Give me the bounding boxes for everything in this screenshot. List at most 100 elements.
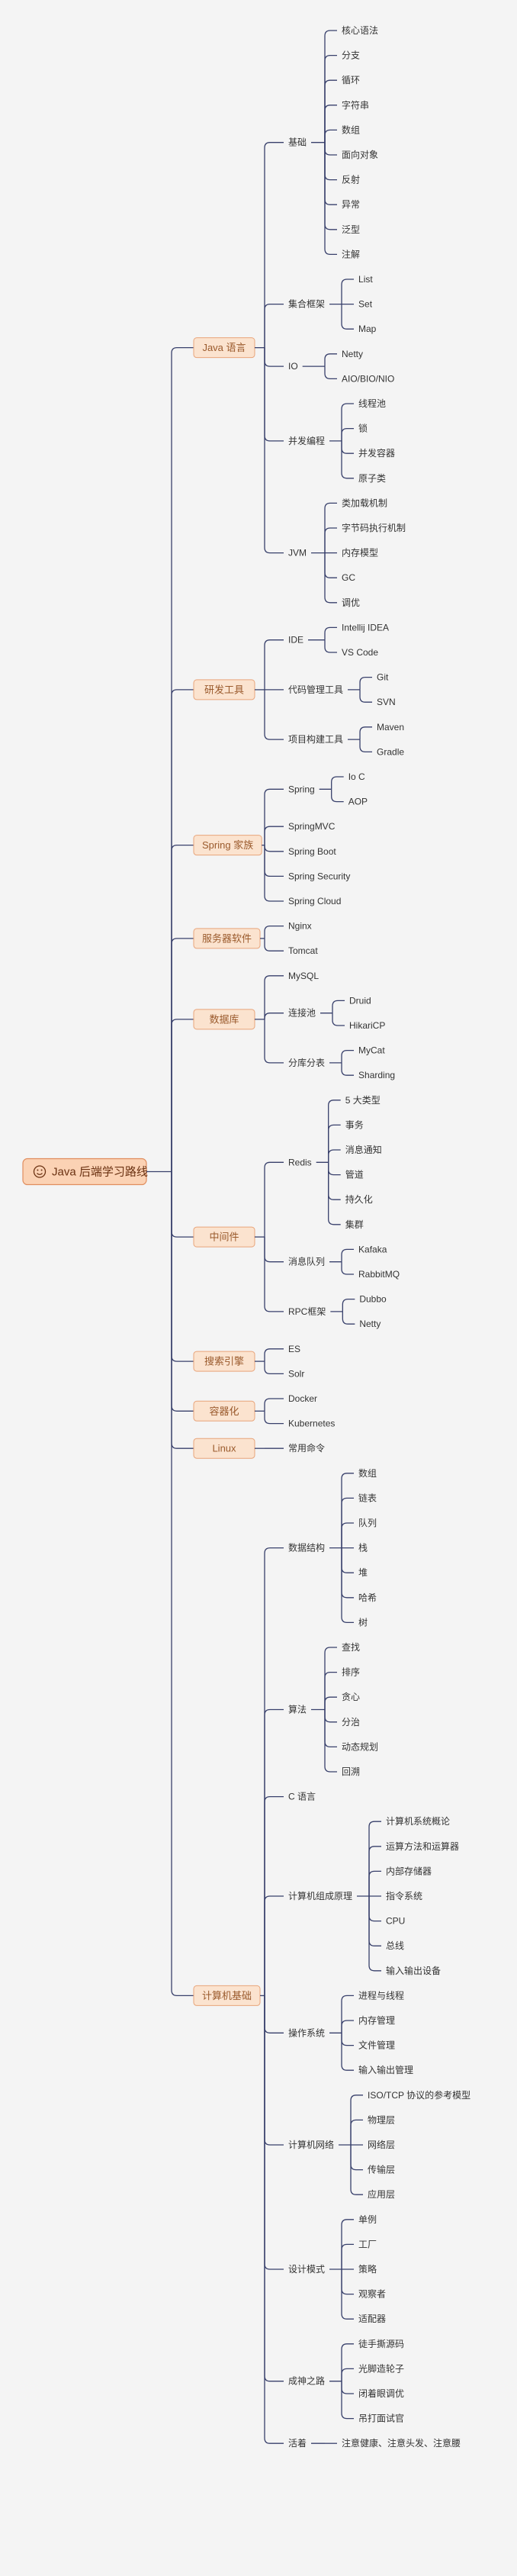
leaf-label-item[interactable]: 栈 — [358, 1542, 368, 1554]
leaf-label-item[interactable]: 事务 — [345, 1119, 364, 1130]
leaf-label-item[interactable]: 树 — [358, 1616, 368, 1628]
leaf-label-gradle[interactable]: Gradle — [377, 746, 404, 757]
branch-label-kubernetes[interactable]: Kubernetes — [288, 1418, 335, 1429]
leaf-label-item[interactable]: 队列 — [358, 1517, 377, 1528]
leaf-label-item[interactable]: 网络层 — [368, 2139, 395, 2150]
leaf-label-aop[interactable]: AOP — [348, 797, 368, 807]
leaf-label-item[interactable]: 类加载机制 — [342, 497, 387, 508]
branch-label-rpc[interactable]: RPC框架 — [288, 1306, 326, 1317]
leaf-label-item[interactable]: 泛型 — [342, 224, 360, 235]
leaf-label-kafaka[interactable]: Kafaka — [358, 1244, 387, 1254]
leaf-label-intellij-idea[interactable]: Intellij IDEA — [342, 622, 389, 633]
leaf-label-item[interactable]: 数组 — [342, 124, 360, 135]
leaf-label-5[interactable]: 5 大类型 — [345, 1095, 381, 1106]
branch-label-mysql[interactable]: MySQL — [288, 971, 319, 981]
leaf-label-vs-code[interactable]: VS Code — [342, 647, 378, 658]
branch-label-item[interactable]: 常用命令 — [288, 1442, 325, 1454]
branch-label-solr[interactable]: Solr — [288, 1368, 304, 1379]
category-node-java[interactable]: Java 语言 — [193, 337, 255, 359]
leaf-label-item[interactable]: 进程与线程 — [358, 1989, 404, 2001]
branch-label-item[interactable]: 基础 — [288, 137, 307, 148]
branch-label-springmvc[interactable]: SpringMVC — [288, 821, 336, 832]
leaf-label-item[interactable]: 适配器 — [358, 2314, 386, 2324]
leaf-label-item[interactable]: 策略 — [358, 2263, 377, 2275]
category-node-item[interactable]: 服务器软件 — [193, 928, 261, 949]
branch-label-item[interactable]: 设计模式 — [288, 2264, 325, 2275]
branch-label-item[interactable]: 代码管理工具 — [288, 684, 343, 695]
leaf-label-item[interactable]: 字符串 — [342, 99, 369, 111]
leaf-label-set[interactable]: Set — [358, 299, 373, 310]
leaf-label-netty[interactable]: Netty — [359, 1319, 381, 1329]
category-node-spring[interactable]: Spring 家族 — [193, 835, 262, 856]
category-node-item[interactable]: 计算机基础 — [193, 1985, 261, 2006]
leaf-label-item[interactable]: 计算机系统概论 — [386, 1815, 450, 1827]
branch-label-es[interactable]: ES — [288, 1344, 300, 1354]
leaf-label-svn[interactable]: SVN — [377, 697, 396, 707]
leaf-label-item[interactable]: 堆 — [358, 1567, 368, 1578]
leaf-label-mycat[interactable]: MyCat — [358, 1045, 385, 1056]
leaf-label-item[interactable]: 反射 — [342, 174, 360, 185]
branch-label-item[interactable]: 项目构建工具 — [288, 733, 343, 745]
leaf-label-item[interactable]: 注意健康、注意头发、注意腰 — [342, 2437, 461, 2449]
category-node-item[interactable]: 搜索引擎 — [193, 1351, 255, 1372]
leaf-label-item[interactable]: 循环 — [342, 75, 360, 85]
leaf-label-item[interactable]: 集群 — [345, 1219, 364, 1230]
category-node-linux[interactable]: Linux — [193, 1438, 255, 1459]
category-node-item[interactable]: 研发工具 — [193, 679, 255, 700]
category-node-item[interactable]: 容器化 — [193, 1400, 255, 1422]
root-node[interactable]: Java 后端学习路线 — [22, 1158, 148, 1186]
leaf-label-iso-tcp[interactable]: ISO/TCP 协议的参考模型 — [368, 2089, 470, 2101]
leaf-label-item[interactable]: 指令系统 — [386, 1890, 422, 1901]
leaf-label-item[interactable]: 线程池 — [358, 398, 386, 409]
leaf-label-item[interactable]: 持久化 — [345, 1193, 373, 1205]
leaf-label-item[interactable]: 动态规划 — [342, 1740, 378, 1752]
leaf-label-item[interactable]: 并发容器 — [358, 447, 395, 459]
leaf-label-sharding[interactable]: Sharding — [358, 1070, 395, 1080]
leaf-label-item[interactable]: 内存模型 — [342, 548, 378, 559]
branch-label-nginx[interactable]: Nginx — [288, 921, 312, 932]
category-node-item[interactable]: 数据库 — [193, 1009, 255, 1030]
leaf-label-git[interactable]: Git — [377, 672, 389, 683]
leaf-label-item[interactable]: 输入输出管理 — [358, 2064, 413, 2075]
branch-label-item[interactable]: 数据结构 — [288, 1542, 325, 1554]
leaf-label-item[interactable]: 锁 — [358, 423, 368, 434]
leaf-label-cpu[interactable]: CPU — [386, 1916, 405, 1927]
branch-label-item[interactable]: 分库分表 — [288, 1057, 325, 1068]
leaf-label-item[interactable]: 核心语法 — [342, 25, 378, 36]
leaf-label-item[interactable]: 光脚造轮子 — [358, 2362, 404, 2374]
leaf-label-item[interactable]: 面向对象 — [342, 149, 378, 160]
leaf-label-map[interactable]: Map — [358, 324, 377, 334]
branch-label-item[interactable]: 消息队列 — [288, 1256, 325, 1267]
leaf-label-item[interactable]: 闭着眼调优 — [358, 2388, 404, 2399]
branch-label-item[interactable]: 活着 — [288, 2437, 307, 2449]
branch-label-item[interactable]: 并发编程 — [288, 435, 325, 446]
category-node-item[interactable]: 中间件 — [193, 1226, 255, 1248]
branch-label-spring-security[interactable]: Spring Security — [288, 871, 350, 881]
branch-label-io[interactable]: IO — [288, 361, 298, 372]
branch-label-item[interactable]: 连接池 — [288, 1007, 316, 1019]
leaf-label-item[interactable]: 观察者 — [358, 2289, 386, 2300]
leaf-label-item[interactable]: 文件管理 — [358, 2040, 395, 2051]
leaf-label-item[interactable]: 徒手撕源码 — [358, 2339, 404, 2349]
leaf-label-item[interactable]: 注解 — [342, 248, 360, 259]
branch-label-item[interactable]: 集合框架 — [288, 298, 325, 310]
branch-label-item[interactable]: 算法 — [288, 1704, 307, 1715]
leaf-label-item[interactable]: 异常 — [342, 199, 360, 210]
branch-label-jvm[interactable]: JVM — [288, 548, 307, 559]
leaf-label-item[interactable]: 回溯 — [342, 1766, 360, 1777]
leaf-label-item[interactable]: 内部存储器 — [386, 1865, 432, 1876]
leaf-label-item[interactable]: 物理层 — [368, 2114, 395, 2125]
leaf-label-item[interactable]: 管道 — [345, 1169, 364, 1180]
leaf-label-item[interactable]: 运算方法和运算器 — [386, 1840, 459, 1852]
leaf-label-hikaricp[interactable]: HikariCP — [349, 1020, 385, 1031]
leaf-label-item[interactable]: 应用层 — [368, 2188, 395, 2200]
branch-label-ide[interactable]: IDE — [288, 635, 303, 646]
leaf-label-gc[interactable]: GC — [342, 572, 355, 583]
leaf-label-item[interactable]: 排序 — [342, 1666, 360, 1678]
leaf-label-rabbitmq[interactable]: RabbitMQ — [358, 1269, 400, 1280]
branch-label-tomcat[interactable]: Tomcat — [288, 945, 318, 956]
branch-label-spring-boot[interactable]: Spring Boot — [288, 846, 336, 857]
leaf-label-item[interactable]: 分治 — [342, 1717, 360, 1728]
leaf-label-item[interactable]: 总线 — [386, 1940, 404, 1951]
leaf-label-aio-bio-nio[interactable]: AIO/BIO/NIO — [342, 373, 394, 384]
